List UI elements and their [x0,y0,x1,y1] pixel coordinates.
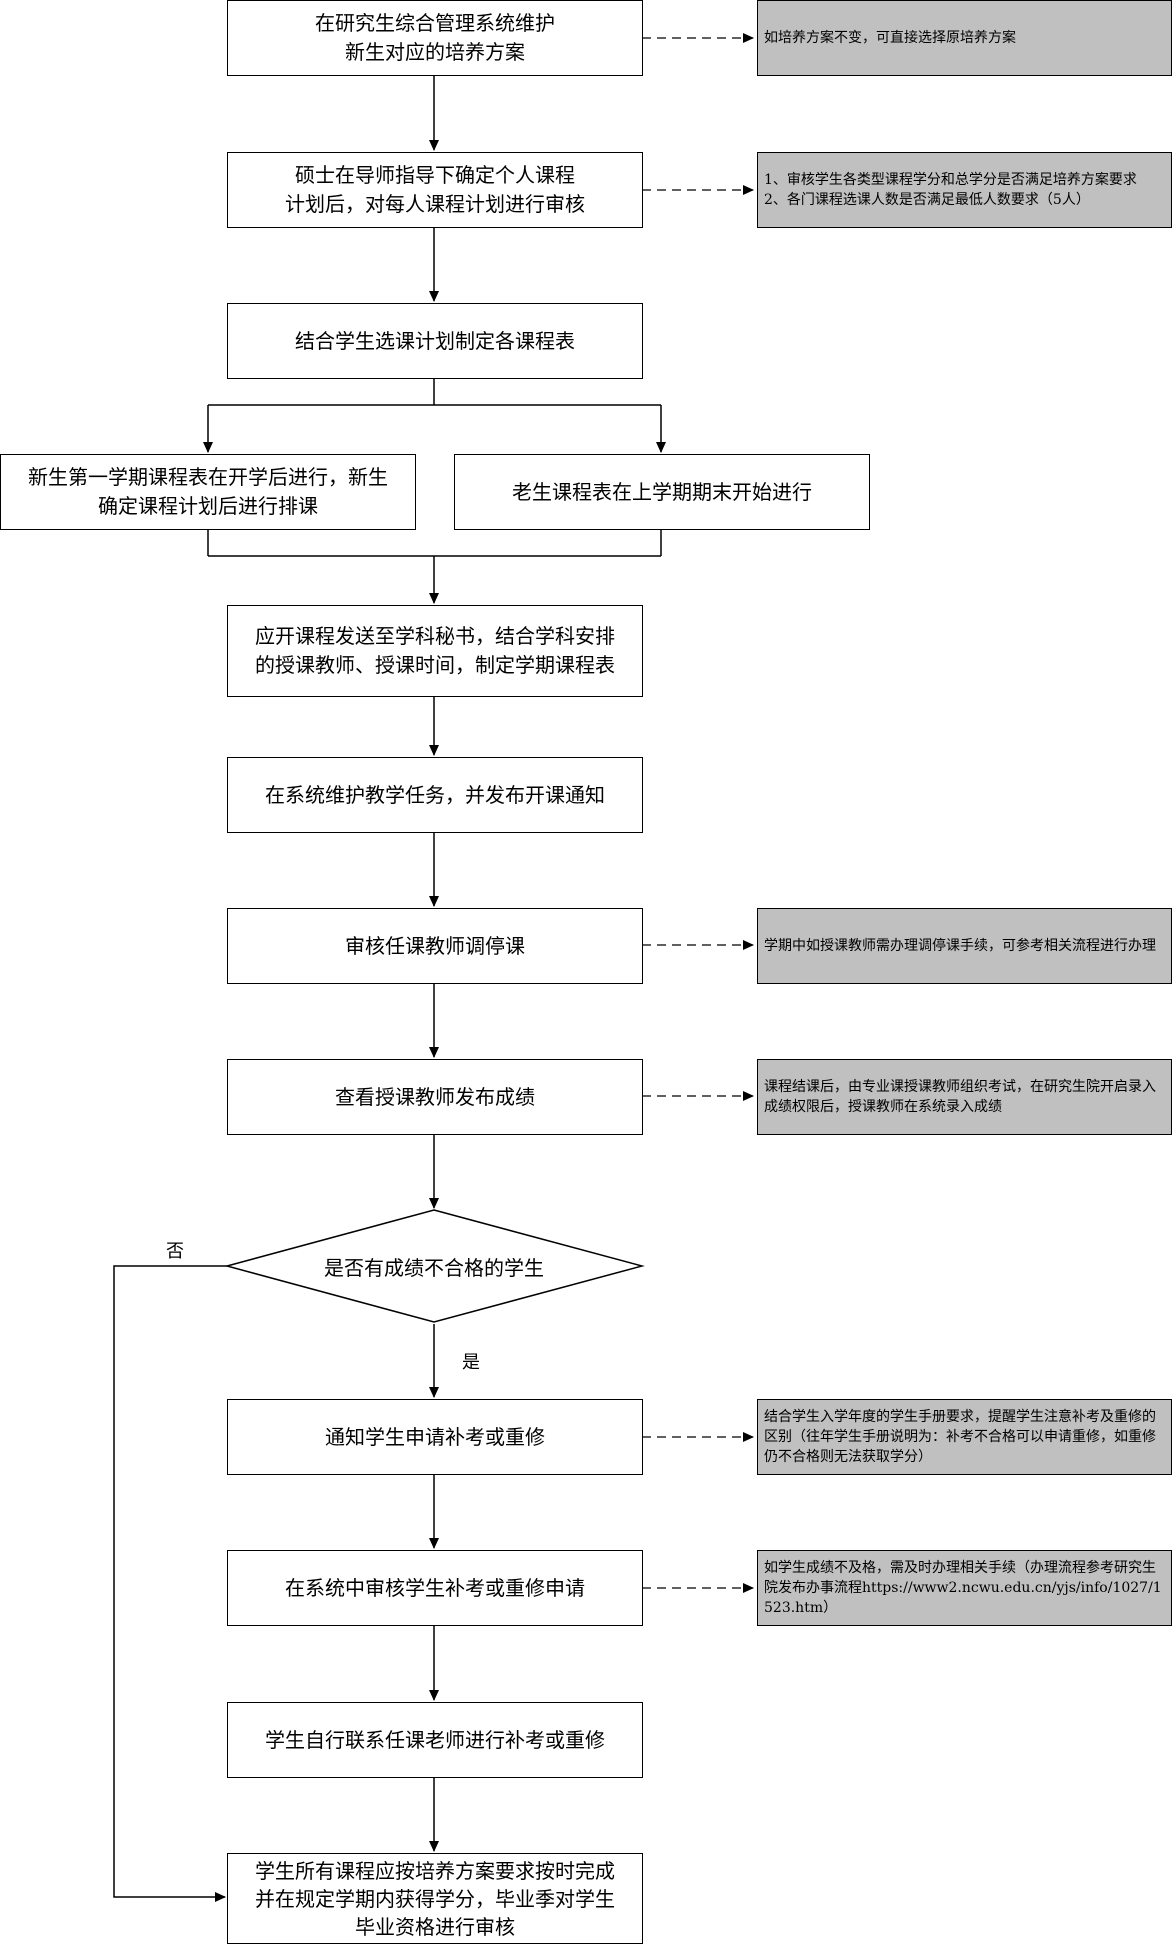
step-review-course-plans-text: 硕士在导师指导下确定个人课程 计划后，对每人课程计划进行审核 [285,163,585,216]
step-view-grades: 查看授课教师发布成绩 [227,1059,643,1135]
step-view-grades-text: 查看授课教师发布成绩 [335,1084,535,1109]
note-plan-unchanged: 如培养方案不变，可直接选择原培养方案 [757,0,1172,76]
step-maintain-training-plan: 在研究生综合管理系统维护 新生对应的培养方案 [227,0,643,76]
note-makeup-retake-difference-text: 结合学生入学年度的学生手册要求，提醒学生注意补考及重修的区别（往年学生手册说明为… [764,1409,1156,1465]
step-new-student-schedule-text: 新生第一学期课程表在开学后进行，新生 确定课程计划后进行排课 [28,465,388,518]
step-review-makeup-application-text: 在系统中审核学生补考或重修申请 [285,1575,585,1600]
note-grade-entry: 课程结课后，由专业课授课教师组织考试，在研究生院开启录入成绩权限后，授课教师在系… [757,1059,1172,1135]
step-notify-makeup-retake: 通知学生申请补考或重修 [227,1399,643,1475]
decision-label: 是否有成绩不合格的学生 [324,1255,544,1280]
decision-diamond [224,1209,645,1323]
step-student-contact-teacher: 学生自行联系任课老师进行补考或重修 [227,1702,643,1778]
note-failed-grade-procedure: 如学生成绩不及格，需及时办理相关手续（办理流程参考研究生院发布办事流程https… [757,1550,1172,1626]
note-credit-review: 1、审核学生各类型课程学分和总学分是否满足培养方案要求 2、各门课程选课人数是否… [757,152,1172,228]
step-graduation-review: 学生所有课程应按培养方案要求按时完成 并在规定学期内获得学分，毕业季对学生 毕业… [227,1853,643,1944]
step-maintain-teaching-tasks-text: 在系统维护教学任务，并发布开课通知 [265,782,605,807]
note-class-change-process: 学期中如授课教师需办理调停课手续，可参考相关流程进行办理 [757,908,1172,984]
branch-label-yes: 是 [462,1352,480,1373]
note-failed-grade-procedure-text: 如学生成绩不及格，需及时办理相关手续（办理流程参考研究生院发布办事流程https… [764,1560,1162,1616]
arrow-decision-no-branch [113,1265,227,1902]
step-review-course-plans: 硕士在导师指导下确定个人课程 计划后，对每人课程计划进行审核 [227,152,643,228]
step-make-course-schedules-text: 结合学生选课计划制定各课程表 [295,328,575,353]
note-credit-review-text: 1、审核学生各类型课程学分和总学分是否满足培养方案要求 2、各门课程选课人数是否… [764,172,1137,208]
note-grade-entry-text: 课程结课后，由专业课授课教师组织考试，在研究生院开启录入成绩权限后，授课教师在系… [764,1079,1156,1115]
step-review-makeup-application: 在系统中审核学生补考或重修申请 [227,1550,643,1626]
step-send-to-secretary-text: 应开课程发送至学科秘书，结合学科安排 的授课教师、授课时间，制定学期课程表 [255,624,615,677]
step-returning-student-schedule: 老生课程表在上学期期末开始进行 [454,454,870,530]
step-make-course-schedules: 结合学生选课计划制定各课程表 [227,303,643,379]
note-makeup-retake-difference: 结合学生入学年度的学生手册要求，提醒学生注意补考及重修的区别（往年学生手册说明为… [757,1399,1172,1475]
branch-label-no: 否 [166,1241,184,1262]
note-class-change-process-text: 学期中如授课教师需办理调停课手续，可参考相关流程进行办理 [764,938,1156,954]
step-maintain-teaching-tasks: 在系统维护教学任务，并发布开课通知 [227,757,643,833]
step-notify-makeup-retake-text: 通知学生申请补考或重修 [325,1424,545,1449]
step-review-class-changes-text: 审核任课教师调停课 [345,933,525,958]
step-maintain-training-plan-text: 在研究生综合管理系统维护 新生对应的培养方案 [315,11,555,64]
step-new-student-schedule: 新生第一学期课程表在开学后进行，新生 确定课程计划后进行排课 [0,454,416,530]
step-review-class-changes: 审核任课教师调停课 [227,908,643,984]
step-send-to-secretary: 应开课程发送至学科秘书，结合学科安排 的授课教师、授课时间，制定学期课程表 [227,605,643,697]
step-graduation-review-text: 学生所有课程应按培养方案要求按时完成 并在规定学期内获得学分，毕业季对学生 毕业… [255,1858,615,1939]
step-student-contact-teacher-text: 学生自行联系任课老师进行补考或重修 [265,1727,605,1752]
note-plan-unchanged-text: 如培养方案不变，可直接选择原培养方案 [764,30,1016,46]
step-returning-student-schedule-text: 老生课程表在上学期期末开始进行 [512,479,812,504]
